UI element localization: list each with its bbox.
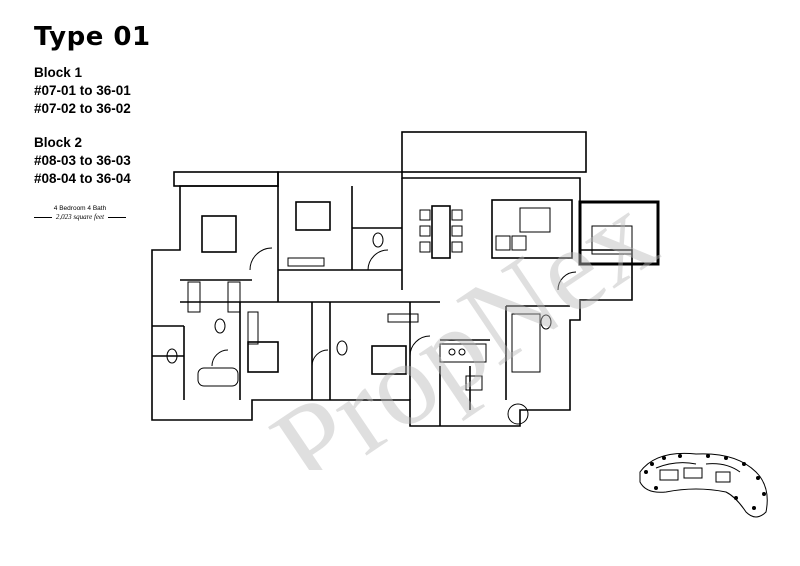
bed: [201, 215, 237, 253]
balcony-left: [173, 171, 279, 187]
unit-range: #08-04 to 36-04: [34, 171, 131, 186]
floor-plan: [151, 131, 660, 427]
unit-range: #07-02 to 36-02: [34, 101, 131, 116]
balcony-right: [578, 200, 660, 266]
sofa: [491, 199, 573, 259]
block-name: Block 2: [34, 135, 83, 150]
unit-type-title: Type 01: [34, 22, 151, 52]
bed: [295, 201, 331, 231]
balcony-top: [401, 131, 587, 173]
site-key-plan: [639, 452, 768, 518]
block-list: Block 1 #07-01 to 36-01 #07-02 to 36-02 …: [34, 64, 131, 188]
dining-table: [431, 205, 451, 259]
unit-spec: 4 Bedroom 4 Bath 2,023 square feet: [18, 205, 142, 222]
outer-wall: [151, 171, 633, 427]
unit-range: #07-01 to 36-01: [34, 83, 131, 98]
bed: [371, 345, 407, 375]
bed: [247, 341, 279, 373]
floor-area: 2,023 square feet: [18, 213, 142, 222]
unit-range: #08-03 to 36-03: [34, 153, 131, 168]
block-name: Block 1: [34, 65, 83, 80]
room-count: 4 Bedroom 4 Bath: [53, 205, 107, 212]
